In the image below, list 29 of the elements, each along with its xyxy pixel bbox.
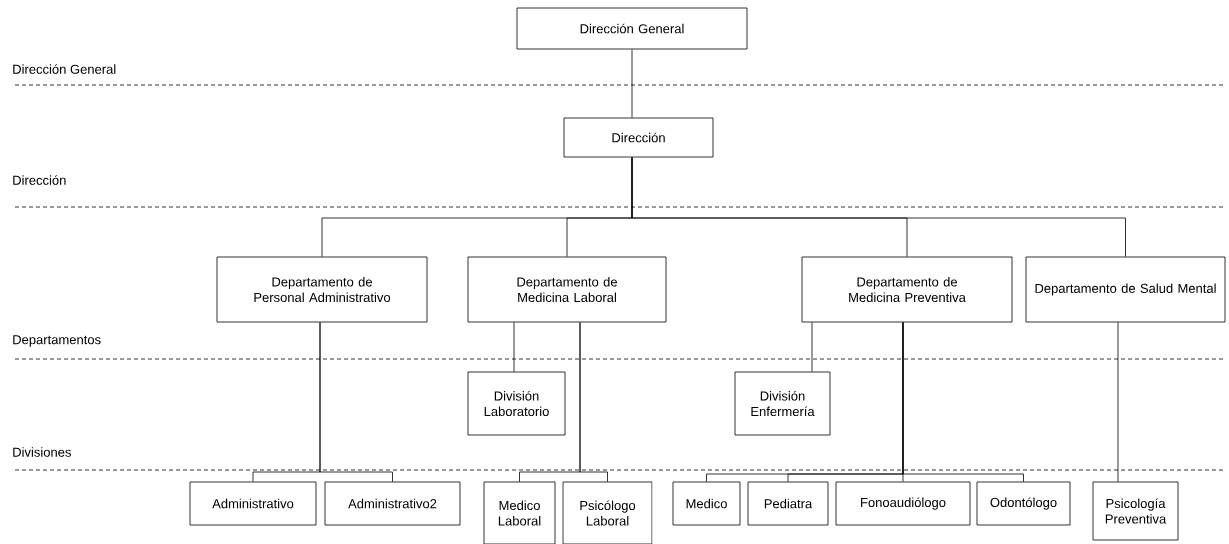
connector-line — [513, 322, 515, 372]
org-box: Administrativo2 — [324, 481, 461, 526]
level-label: Dirección General — [13, 64, 116, 74]
connector-line — [579, 322, 608, 482]
org-box: Departamento de Salud Mental — [1025, 256, 1226, 323]
org-box: División Laboratorio — [467, 371, 566, 436]
org-box: Medico — [672, 481, 741, 526]
org-box: División Enfermería — [734, 371, 831, 436]
org-box: Departamento de Medicina Preventiva — [801, 256, 1013, 323]
org-box: Psicólogo Laboral — [562, 481, 653, 544]
connector-line — [319, 322, 393, 482]
org-box: Administrativo — [189, 481, 317, 526]
org-box: Departamento de Personal Administrativo — [216, 256, 428, 323]
org-box: Odontólogo — [976, 481, 1071, 526]
connector-line — [1117, 322, 1119, 482]
org-box: Medico Laboral — [483, 481, 556, 544]
org-box: Fonoaudiólogo — [835, 481, 971, 526]
level-label: Departamentos — [13, 335, 101, 347]
level-label: Divisiones — [13, 447, 71, 457]
connector-line — [631, 49, 633, 118]
connector-line — [811, 322, 813, 372]
connector-line — [631, 157, 1126, 257]
org-box: Dirección General — [516, 7, 748, 50]
org-box: Dirección — [563, 117, 714, 158]
level-label: Dirección — [13, 175, 66, 185]
org-box: Pediatra — [747, 481, 829, 526]
org-box: Departamento de Medicina Laboral — [467, 256, 667, 323]
org-box: Psicología Preventiva — [1092, 481, 1179, 541]
connector-line — [902, 322, 1024, 482]
